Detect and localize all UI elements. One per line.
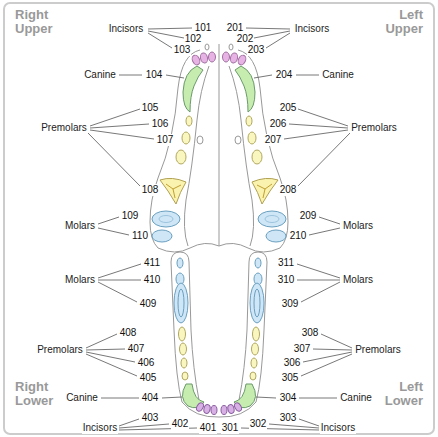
tooth-number: 408 xyxy=(119,327,138,339)
midline xyxy=(219,44,220,246)
quadrant-label: Left Upper xyxy=(384,8,424,37)
tooth-group-label: Incisors xyxy=(320,422,356,434)
tooth-number: 309 xyxy=(281,298,300,310)
tooth-number: 301 xyxy=(221,422,240,434)
tooth-group-label: Canine xyxy=(65,392,99,404)
tooth-number: 403 xyxy=(141,412,160,424)
tooth-number: 110 xyxy=(131,230,149,242)
tooth-group-label: Premolars xyxy=(40,122,88,134)
tooth-number: 206 xyxy=(269,118,288,130)
tooth-group-label: Molars xyxy=(64,274,96,286)
tooth-number: 203 xyxy=(247,44,266,56)
tooth-number: 402 xyxy=(171,418,190,430)
tooth-group-label: Canine xyxy=(83,69,117,81)
tooth-number: 201 xyxy=(226,22,245,34)
tooth-number: 410 xyxy=(143,274,162,286)
tooth-number: 401 xyxy=(199,422,218,434)
tooth-group-label: Incisors xyxy=(294,23,330,35)
tooth-group-label: Canine xyxy=(321,69,355,81)
tooth-number: 311 xyxy=(277,257,295,269)
tooth-number: 406 xyxy=(137,357,156,369)
tooth-number: 209 xyxy=(299,210,318,222)
quadrant-label: Right Upper xyxy=(14,8,54,37)
tooth-number: 204 xyxy=(275,69,294,81)
tooth-number: 109 xyxy=(121,210,140,222)
tooth-group-label: Molars xyxy=(342,220,374,232)
tooth-group-label: Incisors xyxy=(82,422,118,434)
tooth-number: 303 xyxy=(279,412,298,424)
tooth-number: 405 xyxy=(139,372,158,384)
tooth-number: 108 xyxy=(141,184,160,196)
tooth-number: 207 xyxy=(264,134,283,146)
lower-left-quadrant xyxy=(219,252,352,430)
tooth-number: 210 xyxy=(289,230,308,242)
tooth-number: 205 xyxy=(279,102,298,114)
tooth-number: 202 xyxy=(236,33,255,45)
tooth-number: 208 xyxy=(279,184,298,196)
tooth-group-label: Canine xyxy=(339,392,373,404)
frame xyxy=(4,3,434,434)
lower-right-quadrant xyxy=(86,252,219,430)
tooth-number: 103 xyxy=(173,44,192,56)
tooth-number: 102 xyxy=(184,33,203,45)
tooth-number: 310 xyxy=(277,274,296,286)
tooth-number: 404 xyxy=(141,392,160,404)
tooth-number: 107 xyxy=(156,134,175,146)
upper-right-quadrant xyxy=(88,28,219,252)
tooth-number: 307 xyxy=(293,343,312,355)
tooth-group-label: Molars xyxy=(342,274,374,286)
tooth-group-label: Premolars xyxy=(350,122,398,134)
tooth-number: 302 xyxy=(249,418,268,430)
tooth-number: 105 xyxy=(141,102,160,114)
tooth-number: 407 xyxy=(127,343,146,355)
tooth-number: 411 xyxy=(143,257,161,269)
tooth-number: 409 xyxy=(139,298,158,310)
quadrant-label: Right Lower xyxy=(14,380,54,409)
tooth-number: 106 xyxy=(151,118,170,130)
tooth-number: 101 xyxy=(194,22,213,34)
tooth-group-label: Incisors xyxy=(108,23,144,35)
tooth-number: 304 xyxy=(279,392,298,404)
tooth-group-label: Premolars xyxy=(354,344,402,356)
tooth-number: 308 xyxy=(301,327,320,339)
tooth-number: 305 xyxy=(281,372,300,384)
tooth-number: 306 xyxy=(283,357,302,369)
tooth-number: 104 xyxy=(145,69,164,81)
tooth-group-label: Molars xyxy=(64,220,96,232)
quadrant-label: Left Lower xyxy=(384,380,424,409)
upper-left-quadrant xyxy=(219,28,350,252)
tooth-group-label: Premolars xyxy=(36,344,84,356)
